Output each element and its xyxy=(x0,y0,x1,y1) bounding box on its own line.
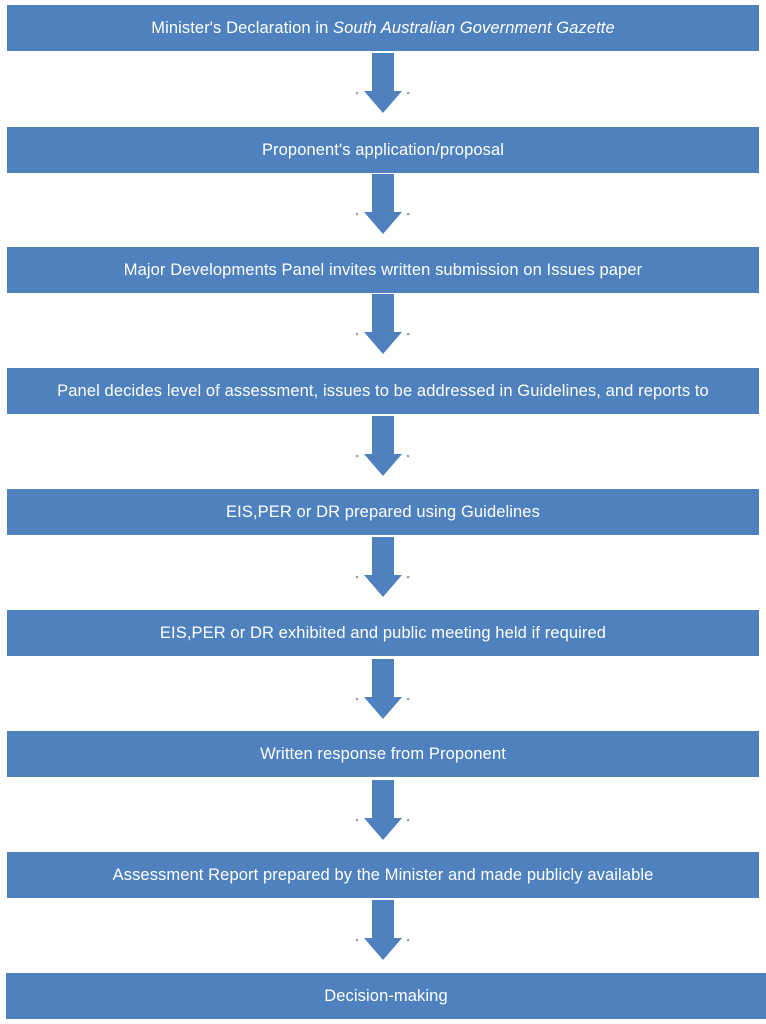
flow-step-panel-decides-assessment-level[interactable]: Panel decides level of assessment, issue… xyxy=(7,368,759,414)
flow-step-label: Panel decides level of assessment, issue… xyxy=(57,382,709,400)
flow-step-ministers-declaration[interactable]: Minister's Declaration in South Australi… xyxy=(7,5,759,51)
flow-step-text: EIS,PER or DR prepared using Guidelines xyxy=(226,502,540,521)
arrow-4-to-5 xyxy=(0,414,766,480)
arrow-2-to-3 xyxy=(0,172,766,238)
flow-step-text: Minister's Declaration in xyxy=(151,18,334,37)
flow-step-text: Panel decides level of assessment, issue… xyxy=(57,381,709,400)
flow-step-label: Minister's Declaration in South Australi… xyxy=(151,19,615,37)
flow-step-text-emphasis: South Australian Government Gazette xyxy=(333,18,615,37)
down-arrow-icon xyxy=(0,778,766,844)
flow-step-panel-invites-submission[interactable]: Major Developments Panel invites written… xyxy=(7,247,759,293)
flow-step-label: Proponent's application/proposal xyxy=(262,141,504,159)
flow-step-assessment-report-prepared[interactable]: Assessment Report prepared by the Minist… xyxy=(7,852,759,898)
arrow-8-to-9 xyxy=(0,898,766,964)
down-arrow-icon xyxy=(0,292,766,358)
flow-step-text: Written response from Proponent xyxy=(260,744,506,763)
flow-step-label: Written response from Proponent xyxy=(260,745,506,763)
arrow-1-to-2 xyxy=(0,51,766,117)
down-arrow-icon xyxy=(0,51,766,117)
flow-step-eis-per-dr-exhibited[interactable]: EIS,PER or DR exhibited and public meeti… xyxy=(7,610,759,656)
arrow-6-to-7 xyxy=(0,657,766,723)
down-arrow-icon xyxy=(0,172,766,238)
flow-step-written-response-proponent[interactable]: Written response from Proponent xyxy=(7,731,759,777)
flow-step-label: Decision-making xyxy=(324,987,447,1005)
down-arrow-icon xyxy=(0,898,766,964)
down-arrow-icon xyxy=(0,414,766,480)
arrow-5-to-6 xyxy=(0,535,766,601)
flow-step-text: Proponent's application/proposal xyxy=(261,140,505,159)
down-arrow-icon xyxy=(0,535,766,601)
flow-step-label: Assessment Report prepared by the Minist… xyxy=(113,866,654,884)
down-arrow-icon xyxy=(0,657,766,723)
flow-step-text: EIS,PER or DR exhibited and public meeti… xyxy=(159,623,607,642)
flow-step-label: EIS,PER or DR exhibited and public meeti… xyxy=(160,624,606,642)
flow-step-proponent-application[interactable]: Proponent's application/proposal xyxy=(7,127,759,173)
flow-step-decision-making[interactable]: Decision-making xyxy=(6,973,766,1019)
flow-step-label: Major Developments Panel invites written… xyxy=(124,261,642,279)
flow-step-text: Assessment Report prepared by the Minist… xyxy=(112,865,654,884)
arrow-7-to-8 xyxy=(0,778,766,844)
flow-step-label: EIS,PER or DR prepared using Guidelines xyxy=(226,503,540,521)
flow-step-text: Major Developments Panel invites written… xyxy=(123,260,643,279)
flow-step-text: Decision-making xyxy=(324,986,448,1005)
arrow-3-to-4 xyxy=(0,292,766,358)
flow-step-eis-per-dr-prepared[interactable]: EIS,PER or DR prepared using Guidelines xyxy=(7,489,759,535)
